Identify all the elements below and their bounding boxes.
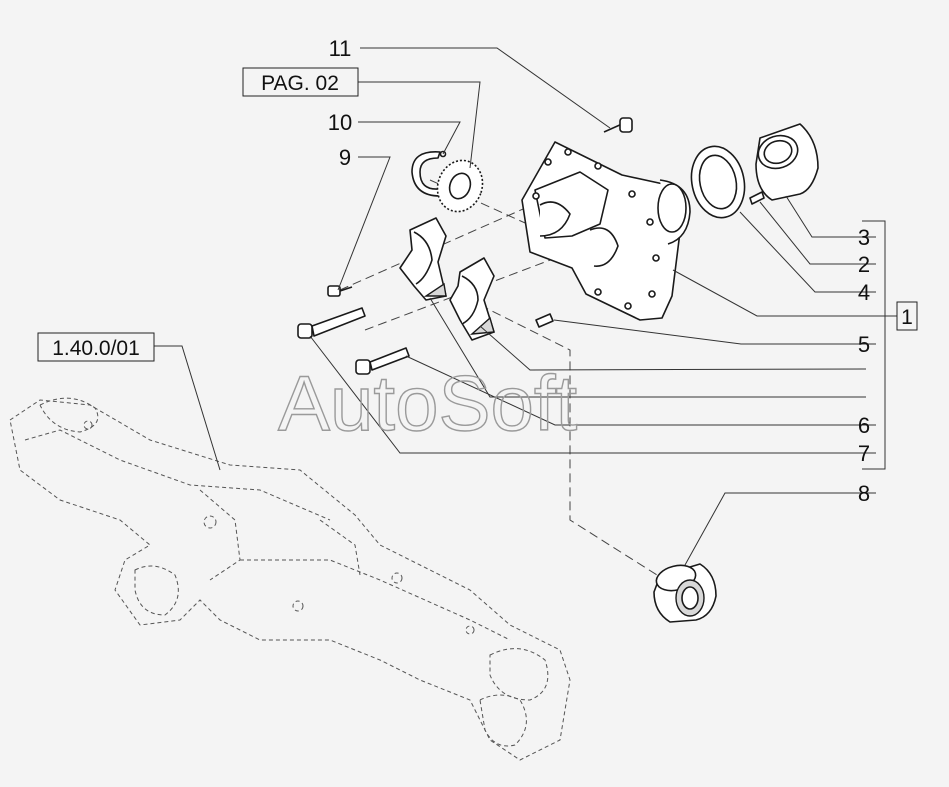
callouts: 11 10 9 3 2 4 5 6 7 8	[328, 36, 870, 506]
bearing-cap-left[interactable]	[399, 217, 447, 301]
callout-8[interactable]: 8	[858, 481, 870, 506]
part-2-pin[interactable]	[749, 191, 765, 205]
callout-10[interactable]: 10	[328, 110, 352, 135]
part-8-coupling[interactable]	[653, 562, 717, 623]
axle-ref-label: 1.40.0/01	[52, 337, 140, 360]
callout-11[interactable]: 11	[329, 36, 352, 61]
differential-housing[interactable]	[521, 141, 691, 321]
callout-6[interactable]: 6	[858, 413, 870, 438]
callout-5[interactable]: 5	[858, 332, 870, 357]
part-5-pin[interactable]	[535, 313, 554, 328]
group-ref-box[interactable]: 1	[896, 301, 918, 331]
callout-3[interactable]: 3	[858, 225, 870, 250]
shim-ring[interactable]	[430, 154, 489, 218]
callout-4[interactable]: 4	[858, 280, 870, 305]
watermark-text: AutoSoft	[278, 359, 578, 447]
part-11-bolt[interactable]	[603, 117, 633, 133]
bearing-cap-right[interactable]	[449, 257, 495, 341]
page-ref-box[interactable]: PAG. 02	[242, 67, 359, 97]
leader-lines	[154, 47, 897, 566]
group-ref-label: 1	[901, 306, 913, 329]
part-6-bolt[interactable]	[355, 347, 410, 375]
part-7-long-bolt[interactable]	[297, 307, 366, 339]
callout-2[interactable]: 2	[858, 252, 870, 277]
axle-ref-box[interactable]: 1.40.0/01	[37, 332, 155, 362]
page-ref-label: PAG. 02	[261, 72, 339, 95]
callout-7[interactable]: 7	[858, 441, 870, 466]
callout-9[interactable]: 9	[339, 145, 351, 170]
part-9-screw[interactable]	[327, 285, 353, 297]
part-4-ring[interactable]	[685, 141, 751, 222]
axle-housing-ghost	[9, 397, 571, 761]
part-3-bushing[interactable]	[754, 123, 819, 201]
